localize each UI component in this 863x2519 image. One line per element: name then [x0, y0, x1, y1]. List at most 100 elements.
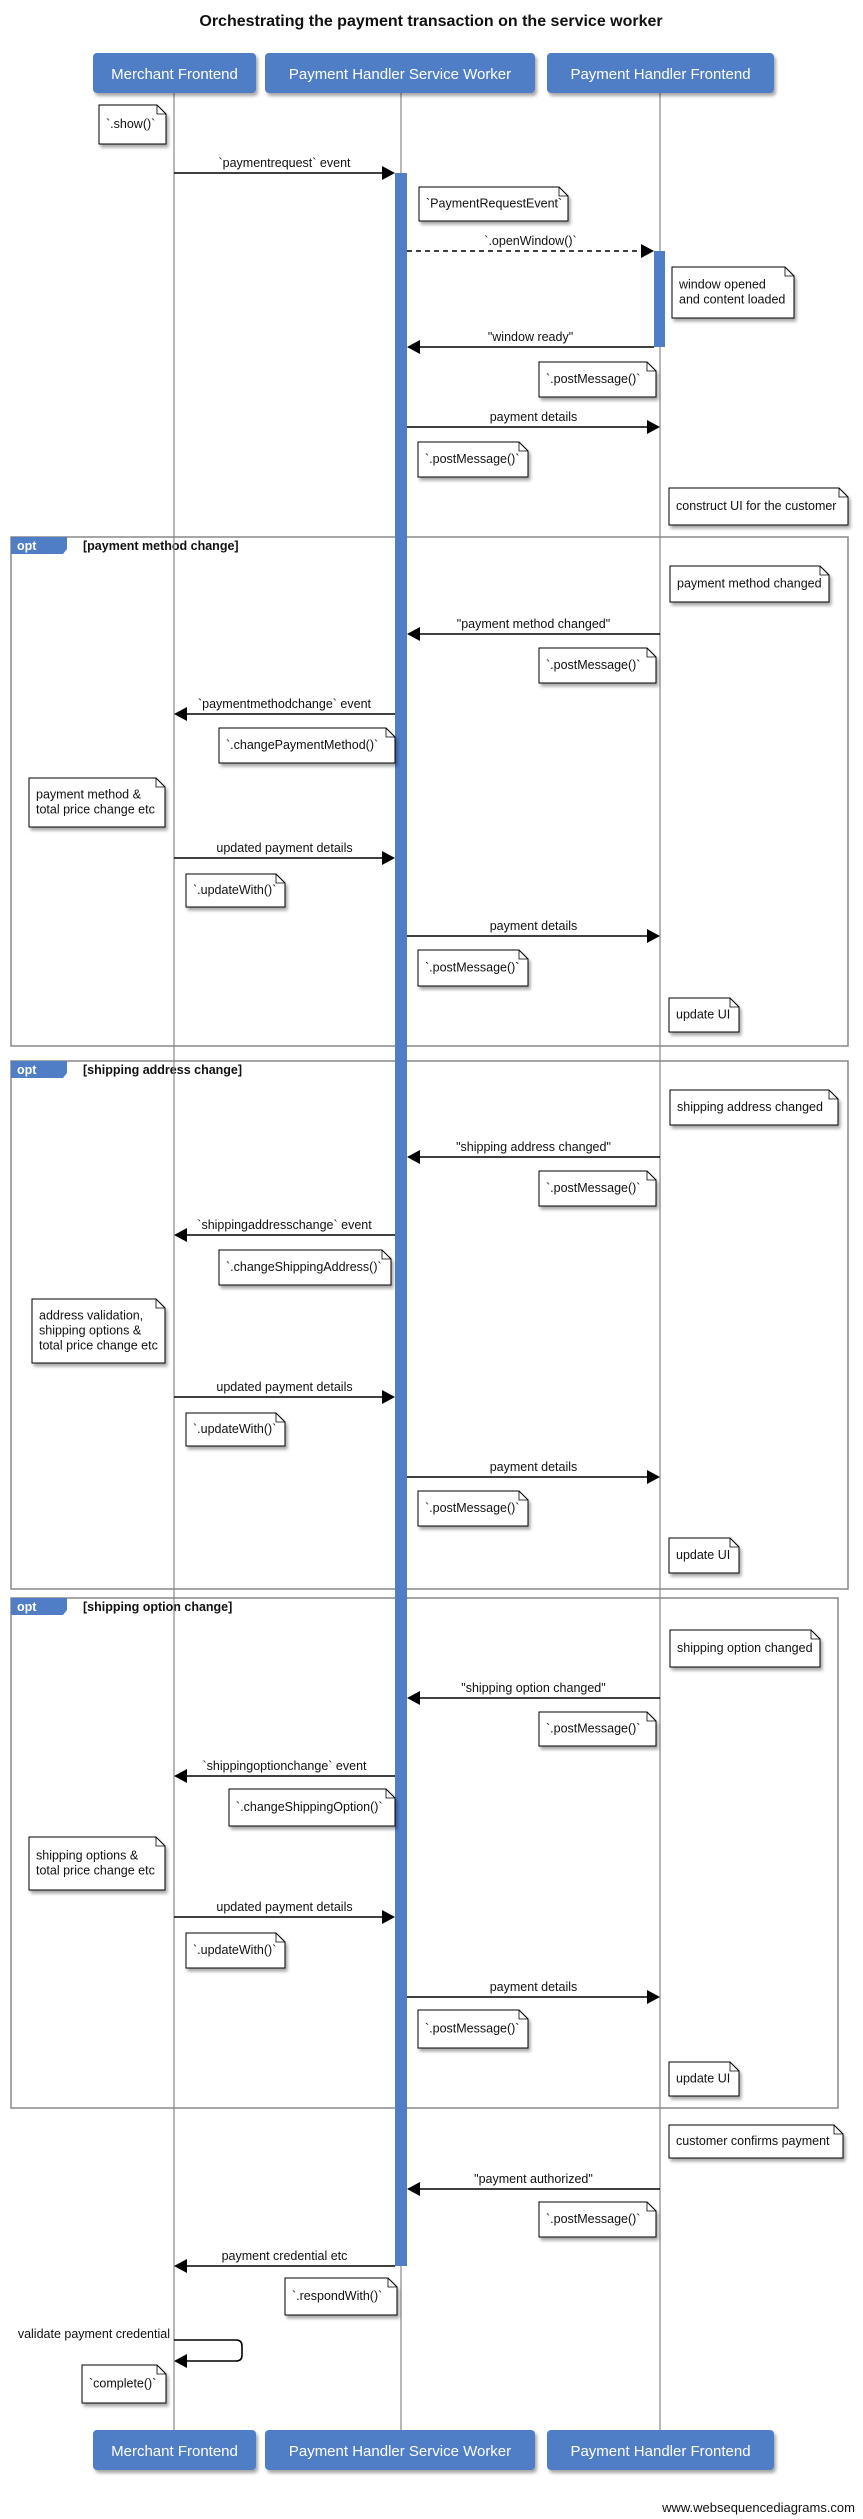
participant-phf-top: Payment Handler Frontend	[547, 53, 774, 93]
message-label: `paymentmethodchange` event	[198, 697, 372, 711]
message-label: `shippingoptionchange` event	[202, 1759, 367, 1773]
activation-bar-sw	[395, 173, 407, 2266]
participant-label: Payment Handler Service Worker	[289, 2443, 511, 2460]
opt-condition: [shipping option change]	[83, 1600, 232, 1614]
note-text: `.postMessage()`	[546, 658, 640, 672]
message-arrow: updated payment details	[174, 1900, 395, 1924]
note-text: total price change etc	[36, 1864, 155, 1878]
note-text: total price change etc	[36, 803, 155, 817]
note-text: `.changeShippingAddress()`	[226, 1260, 382, 1274]
participant-label: Payment Handler Frontend	[570, 66, 750, 83]
arrowhead-icon	[647, 1990, 660, 2004]
note: update UI	[668, 997, 740, 1033]
message-arrow: payment details	[407, 1460, 660, 1484]
note: `.postMessage()`	[538, 647, 657, 684]
note: `.changeShippingAddress()`	[218, 1249, 392, 1286]
note: `.changeShippingOption()`	[228, 1788, 396, 1827]
arrowhead-icon	[407, 627, 420, 641]
arrowhead-icon	[174, 2354, 187, 2368]
arrowhead-icon	[382, 1910, 395, 1924]
note-text: `complete()`	[89, 2377, 156, 2391]
message-arrow: "payment authorized"	[407, 2172, 660, 2196]
message-label: `paymentrequest` event	[218, 156, 351, 170]
message-label: "shipping option changed"	[461, 1681, 605, 1695]
note: `.postMessage()`	[538, 2201, 657, 2238]
note: `.respondWith()`	[284, 2277, 398, 2316]
message-arrow: "shipping option changed"	[407, 1681, 660, 1705]
message-arrow: `shippingaddresschange` event	[174, 1218, 395, 1242]
message-arrow: "window ready"	[407, 330, 654, 354]
note-text: window opened	[678, 278, 766, 292]
opt-tab	[11, 1598, 67, 1615]
opt-condition: [payment method change]	[83, 539, 239, 553]
message-label: `.openWindow()`	[484, 234, 576, 248]
note-text: payment method &	[36, 788, 142, 802]
note: update UI	[668, 1537, 740, 1574]
message-arrow: payment details	[407, 410, 660, 434]
participant-sw-bottom: Payment Handler Service Worker	[265, 2430, 535, 2470]
note: construct UI for the customer	[668, 487, 849, 526]
note-text: payment method changed	[677, 577, 822, 591]
note-text: shipping option changed	[677, 1641, 813, 1655]
note-text: `.changePaymentMethod()`	[226, 738, 378, 752]
opt-keyword: opt	[17, 1063, 37, 1077]
message-arrow: updated payment details	[174, 841, 395, 865]
message-arrow: "shipping address changed"	[407, 1140, 660, 1164]
arrowhead-icon	[174, 1769, 187, 1783]
participant-phf-bottom: Payment Handler Frontend	[547, 2430, 774, 2470]
message-label: updated payment details	[216, 1380, 352, 1394]
note: update UI	[668, 2061, 740, 2097]
note-text: `.respondWith()`	[292, 2289, 382, 2303]
participant-mf-top: Merchant Frontend	[93, 53, 256, 93]
participant-label: Merchant Frontend	[111, 2443, 238, 2460]
arrowhead-icon	[407, 1691, 420, 1705]
note-text: `.postMessage()`	[425, 452, 519, 466]
note: `.postMessage()`	[538, 1170, 657, 1207]
message-label: updated payment details	[216, 1900, 352, 1914]
participant-sw-top: Payment Handler Service Worker	[265, 53, 535, 93]
note-text: `.postMessage()`	[546, 1181, 640, 1195]
opt-condition: [shipping address change]	[83, 1063, 242, 1077]
message-arrow: `shippingoptionchange` event	[174, 1759, 395, 1783]
message-arrow: `paymentrequest` event	[174, 156, 395, 180]
opt-frame: opt[shipping option change]	[10, 1597, 839, 2109]
note-text: `.postMessage()`	[546, 2212, 640, 2226]
note-text: total price change etc	[39, 1339, 158, 1353]
arrowhead-icon	[382, 1390, 395, 1404]
arrowhead-icon	[407, 1150, 420, 1164]
note: `.postMessage()`	[538, 1711, 657, 1747]
message-arrow: "payment method changed"	[407, 617, 660, 641]
note-text: `.show()`	[106, 117, 155, 131]
note: `.postMessage()`	[538, 361, 657, 398]
message-label: payment details	[490, 1460, 578, 1474]
message-label: payment details	[490, 410, 578, 424]
arrowhead-icon	[174, 2259, 187, 2273]
opt-tab	[11, 1061, 67, 1078]
note-text: customer confirms payment	[676, 2134, 830, 2148]
note: shipping options &total price change etc	[28, 1836, 166, 1891]
message-arrow: `.openWindow()`	[407, 234, 654, 258]
note-text: `.postMessage()`	[425, 1501, 519, 1515]
participant-label: Payment Handler Frontend	[570, 2443, 750, 2460]
note: shipping address changed	[669, 1089, 839, 1126]
arrowhead-icon	[382, 166, 395, 180]
note: customer confirms payment	[668, 2124, 844, 2159]
opt-frame: opt [shipping address change]	[10, 1060, 849, 1590]
self-message: validate payment credential	[18, 2327, 243, 2368]
note: `.updateWith()`	[185, 1932, 286, 1969]
note-text: shipping options &	[36, 1849, 139, 1863]
arrowhead-icon	[641, 244, 654, 258]
arrowhead-icon	[407, 2182, 420, 2196]
note-text: `.updateWith()`	[193, 883, 276, 897]
footer-watermark: www.websequencediagrams.com	[661, 2500, 855, 2515]
message-label: "window ready"	[488, 330, 573, 344]
note-text: `.updateWith()`	[193, 1943, 276, 1957]
note: `.show()`	[98, 104, 167, 145]
message-arrow: payment details	[407, 1980, 660, 2004]
note-text: address validation,	[39, 1309, 143, 1323]
note: `.updateWith()`	[185, 1412, 286, 1447]
message-label: payment details	[490, 1980, 578, 1994]
